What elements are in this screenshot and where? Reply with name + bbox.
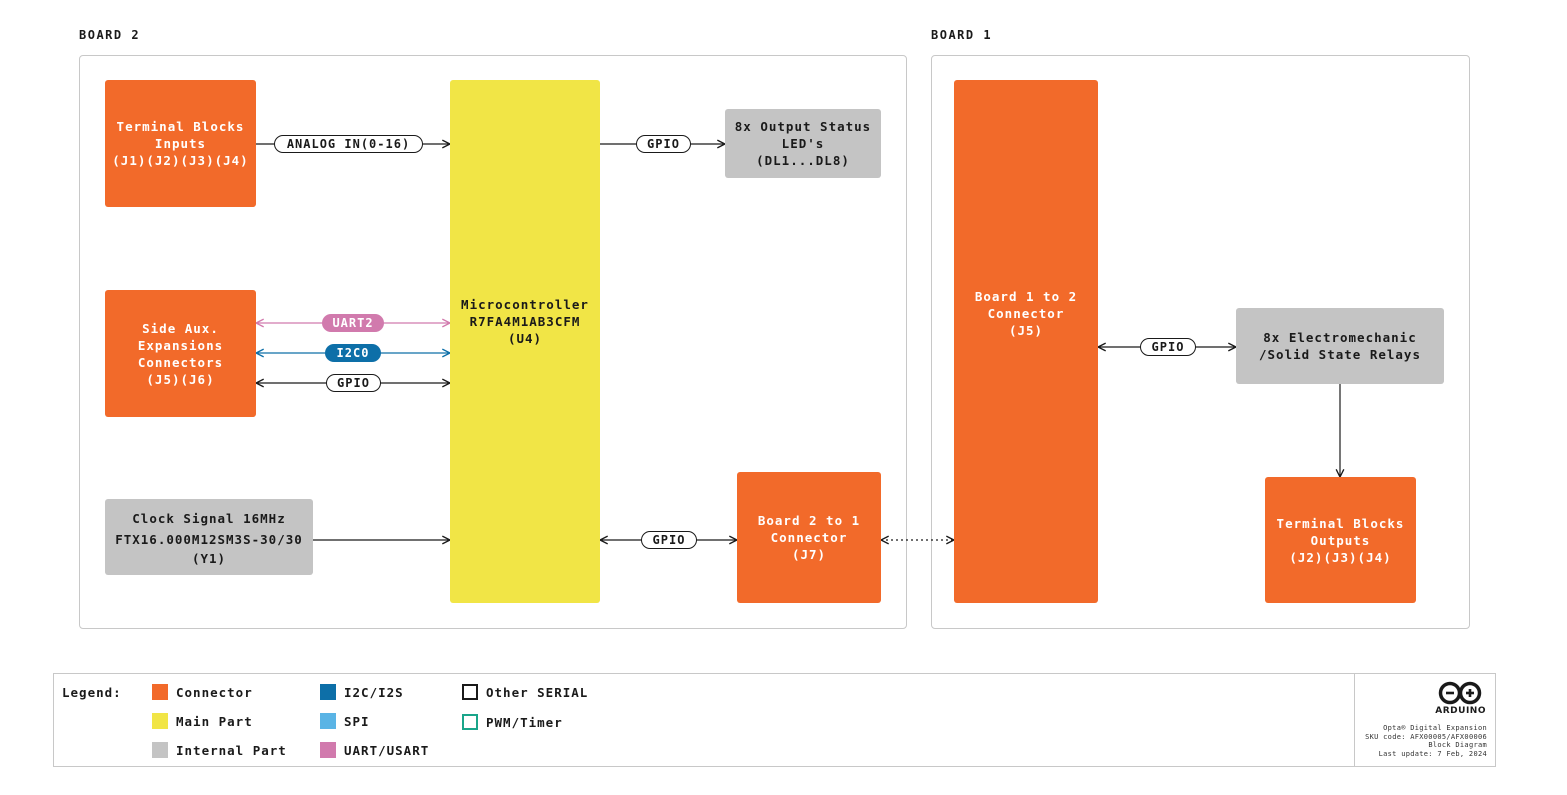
legend-title: Legend: [62, 685, 122, 700]
signal-gpio-board1: GPIO [1140, 338, 1196, 356]
microcontroller-line-1: Microcontroller [461, 297, 589, 312]
footer-product: Opta® Digital Expansion [1383, 724, 1487, 732]
legend-label-uart: UART/USART [344, 743, 430, 758]
board1-to-2-line-1: Board 1 to 2 [974, 289, 1078, 304]
microcontroller-line-2: R7FA4M1AB3CFM [469, 314, 581, 329]
output-status-leds: 8x Output Status LED's (DL1...DL8) [725, 109, 881, 178]
signal-gpio-leds: GPIO [636, 135, 691, 153]
footer-sku: SKU code: AFX00005/AFX00006 [1365, 732, 1487, 741]
output-leds-line-2: LED's [781, 136, 825, 151]
terminal-inputs-line-1: Terminal Blocks [116, 119, 245, 134]
terminal-outputs-line-3: (J2)(J3)(J4) [1289, 549, 1392, 565]
microcontroller-line-3: (U4) [507, 331, 543, 346]
board-1-frame [931, 55, 1470, 629]
relays-line-1: 8x Electromechanic [1263, 330, 1417, 345]
terminal-outputs-line-1: Terminal Blocks [1276, 515, 1405, 531]
legend-label-main-part: Main Part [176, 714, 253, 729]
clock-signal: Clock Signal 16MHz FTX16.000M12SM3S-30/3… [105, 499, 313, 575]
clock-signal-line-3: (Y1) [191, 550, 227, 566]
side-aux-line-4: (J5)(J6) [146, 371, 215, 387]
arduino-logo-icon [1438, 681, 1482, 705]
signal-gpio-board2: GPIO [641, 531, 697, 549]
board2-to-1-line-2: Connector [770, 530, 848, 545]
board1-to-2-line-2: Connector [987, 306, 1065, 321]
legend-panel [53, 673, 1496, 767]
legend-swatch-uart [320, 742, 336, 758]
legend-divider [1354, 673, 1355, 767]
legend-swatch-i2c [320, 684, 336, 700]
output-leds-line-1: 8x Output Status [734, 119, 872, 134]
clock-signal-line-2: FTX16.000M12SM3S-30/30 [115, 531, 303, 547]
clock-signal-line-1: Clock Signal 16MHz [132, 510, 286, 526]
board2-to-1-line-1: Board 2 to 1 [757, 513, 861, 528]
side-aux-line-2: Expansions [137, 337, 224, 353]
side-aux-line-3: Connectors [137, 354, 224, 370]
legend-label-pwm-timer: PWM/Timer [486, 715, 563, 730]
legend-label-other-serial: Other SERIAL [486, 685, 589, 700]
legend-label-spi: SPI [344, 714, 370, 729]
legend-swatch-pwm-timer [462, 714, 478, 730]
terminal-blocks-outputs: Terminal Blocks Outputs (J2)(J3)(J4) [1265, 477, 1416, 603]
legend-label-internal-part: Internal Part [176, 743, 287, 758]
board1-to-2-line-3: (J5) [1008, 323, 1044, 338]
legend-swatch-other-serial [462, 684, 478, 700]
relays-line-2: /Solid State Relays [1259, 347, 1421, 362]
board-2-to-1-connector: Board 2 to 1 Connector (J7) [737, 472, 881, 603]
terminal-blocks-inputs: Terminal Blocks Inputs (J1)(J2)(J3)(J4) [105, 80, 256, 207]
terminal-outputs-line-2: Outputs [1310, 532, 1371, 548]
board-2-title: BOARD 2 [79, 28, 141, 42]
footer-updated: Last update: 7 Feb, 2024 [1378, 749, 1487, 758]
side-aux-line-1: Side Aux. [142, 320, 219, 336]
legend-label-i2c: I2C/I2S [344, 685, 404, 700]
legend-label-connector: Connector [176, 685, 253, 700]
output-leds-line-3: (DL1...DL8) [756, 153, 850, 168]
legend-swatch-internal-part [152, 742, 168, 758]
footer-info: Opta® Digital Expansion SKU code: AFX000… [1340, 724, 1487, 758]
signal-analog-in: ANALOG IN(0-16) [274, 135, 423, 153]
side-aux-expansion-connectors: Side Aux. Expansions Connectors (J5)(J6) [105, 290, 256, 417]
footer-doc-type: Block Diagram [1428, 741, 1487, 749]
signal-gpio-aux: GPIO [326, 374, 381, 392]
board-2-frame [79, 55, 907, 629]
signal-uart2: UART2 [322, 314, 384, 332]
legend-swatch-spi [320, 713, 336, 729]
arduino-brand: ARDUINO [1435, 706, 1486, 716]
relays: 8x Electromechanic /Solid State Relays [1236, 308, 1444, 384]
board2-to-1-line-3: (J7) [791, 547, 827, 562]
terminal-inputs-line-2: Inputs [154, 136, 207, 151]
terminal-inputs-line-3: (J1)(J2)(J3)(J4) [112, 153, 249, 168]
board-1-to-2-connector: Board 1 to 2 Connector (J5) [954, 80, 1098, 603]
legend-swatch-main-part [152, 713, 168, 729]
signal-i2c0: I2C0 [325, 344, 381, 362]
microcontroller: Microcontroller R7FA4M1AB3CFM (U4) [450, 80, 600, 603]
board-1-title: BOARD 1 [931, 28, 993, 42]
legend-swatch-connector [152, 684, 168, 700]
